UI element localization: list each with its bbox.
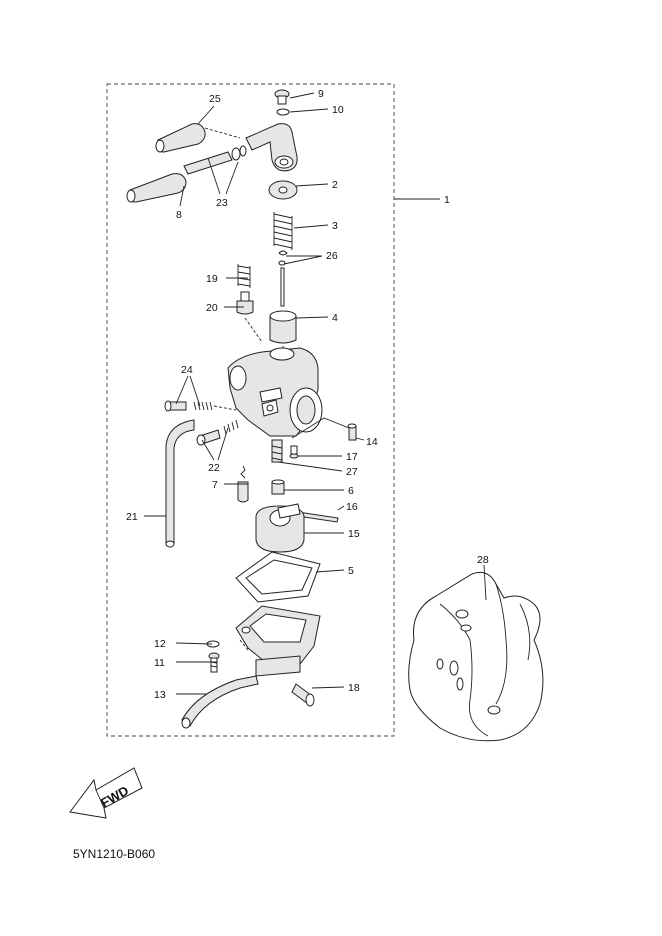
part-14-fitting (347, 423, 357, 441)
part-4-throttle-valve (269, 310, 297, 344)
callout-11: 11 (154, 657, 165, 669)
part-5-gasket (235, 551, 321, 603)
callout-9: 9 (318, 88, 324, 100)
callout-2: 2 (332, 179, 338, 191)
leader-lines (144, 92, 487, 695)
callout-1: 1 (444, 194, 450, 206)
part-24-screw-spring (164, 400, 237, 412)
part-23-pipes (183, 145, 247, 175)
callout-19: 19 (206, 273, 218, 285)
callout-12: 12 (154, 638, 166, 650)
callout-7: 7 (212, 479, 218, 491)
part-8-cap (126, 173, 187, 203)
callout-13: 13 (154, 689, 166, 701)
assembly-boundary (106, 83, 395, 737)
part-26-clip-needle (278, 250, 288, 307)
callout-18: 18 (348, 682, 360, 694)
float-bowl (235, 605, 321, 677)
part-15-float (255, 503, 305, 553)
callout-17: 17 (346, 451, 358, 463)
callout-15: 15 (348, 528, 360, 540)
carburetor-body (227, 347, 323, 437)
part-7-needle-jet (237, 465, 249, 503)
part-18-drain-screw (291, 683, 315, 707)
callout-28: 28 (477, 554, 489, 566)
callout-20: 20 (206, 302, 218, 314)
part-19-spring (237, 264, 251, 288)
callout-22: 22 (208, 462, 220, 474)
part-17-screw (289, 445, 299, 459)
part-10-washer (276, 108, 290, 116)
callout-24: 24 (181, 364, 193, 376)
callout-6: 6 (348, 485, 354, 497)
part-3-spring (273, 212, 293, 250)
callout-3: 3 (332, 220, 338, 232)
part-elbow-fitting (245, 123, 298, 172)
callout-25: 25 (209, 93, 221, 105)
part-20-screw (236, 291, 254, 315)
callout-8: 8 (176, 209, 182, 221)
callout-26: 26 (326, 250, 338, 262)
callout-27: 27 (346, 466, 358, 478)
part-13-drain-hose (181, 675, 259, 727)
callout-16: 16 (346, 501, 358, 513)
part-27-jet (271, 439, 283, 463)
part-2-plate (268, 180, 298, 200)
part-25-cap (155, 123, 206, 153)
fwd-arrow: FWD (69, 767, 143, 819)
part-9-screw (274, 89, 290, 105)
part-28-cover (408, 571, 544, 742)
part-22-screw-spring (196, 419, 239, 446)
part-6-main-jet (271, 479, 285, 495)
part-11-screw (208, 652, 220, 673)
callout-23: 23 (216, 197, 228, 209)
callout-10: 10 (332, 104, 344, 116)
part-21-hose (165, 419, 195, 545)
callout-14: 14 (366, 436, 378, 448)
callout-4: 4 (332, 312, 338, 324)
callout-21: 21 (126, 511, 138, 523)
callout-5: 5 (348, 565, 354, 577)
diagram-code: 5YN1210-B060 (73, 847, 155, 861)
